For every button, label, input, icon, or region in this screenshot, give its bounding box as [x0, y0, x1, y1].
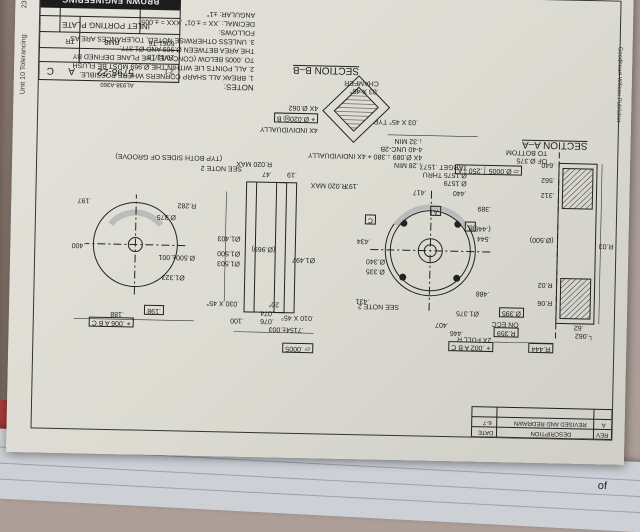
dim: .197	[344, 181, 359, 190]
dim: SEE NOTE 2	[200, 163, 243, 172]
dim: 4X Ø.062	[288, 103, 319, 112]
dim: .446	[449, 329, 464, 337]
dim: (Ø.969)	[251, 244, 276, 253]
dim: .100	[230, 316, 244, 324]
dim: 4X INDIVIDUALLY	[259, 125, 318, 134]
dim: R.02	[537, 280, 553, 289]
page-number: 239	[21, 0, 29, 9]
dim: .03 X 45° TYP	[373, 117, 419, 126]
section-bb-label: SECTION B–B	[292, 63, 360, 77]
dim: 20°	[268, 300, 280, 308]
dim: Ø1.323	[161, 273, 185, 281]
drawing-linework	[38, 0, 613, 440]
dim: .417	[412, 188, 427, 196]
book-page: Unit 10 Tolerancing 239 Goodheart-Willco…	[5, 0, 634, 465]
dim: R.444	[528, 342, 554, 354]
dim: .47	[262, 170, 272, 178]
rev-date: 6-7	[482, 418, 492, 426]
dim: .440	[452, 189, 467, 197]
dim: Ø.375	[156, 213, 177, 221]
dim: CHAMFER	[344, 78, 379, 87]
dim: Ø.335	[365, 267, 385, 275]
notes-block: NOTES: 1. BREAK ALL SHARP CORNERS WHERE …	[69, 6, 255, 92]
datum-b: B	[465, 221, 476, 232]
rev-letter: A	[601, 421, 606, 428]
dim: .389	[477, 204, 492, 213]
dim: (Ø.500)	[529, 235, 554, 244]
position-fcf-bb: ⌖ Ø.020Ⓜ B	[273, 112, 319, 124]
dim: Ø.395	[498, 307, 525, 318]
dim: └.062	[574, 331, 594, 340]
rev-description: REVISED AND REDRAWN	[513, 419, 587, 428]
dim: .19	[287, 170, 297, 178]
dim: .312	[540, 191, 555, 199]
dim: OF Ø.375	[516, 156, 548, 165]
dim: R.03	[598, 242, 614, 250]
thread-callout: 4-40 UNC-2B	[380, 144, 423, 153]
dim: .544	[476, 234, 491, 242]
dim: ON ECC	[491, 320, 519, 328]
dim: R.359	[493, 327, 519, 338]
dim: TARGET .1577	[419, 162, 468, 171]
dim: Ø.500±.001	[158, 253, 196, 261]
datum-a: A	[430, 205, 442, 216]
datum-c: C	[364, 214, 377, 225]
lower-page-fragment: of	[597, 479, 608, 493]
dim: Ø1.375	[455, 309, 480, 317]
dim: Ø.1579	[443, 179, 467, 187]
dim: .010 X 45°	[281, 313, 314, 322]
rev-date-header: DATE	[477, 428, 494, 436]
dim: .076	[260, 317, 274, 325]
unit-header: Unit 10 Tolerancing	[19, 34, 28, 95]
engineering-drawing: REV DESCRIPTION DATE A REVISED AND REDRA…	[30, 0, 622, 441]
dim: .03 X 45°	[349, 87, 379, 95]
dim: Ø.340	[365, 257, 386, 265]
thread-callout: ↓.32 MIN	[394, 136, 423, 145]
drawing-content: REV DESCRIPTION DATE A REVISED AND REDRA…	[32, 0, 621, 440]
dim: .400	[71, 241, 86, 249]
dim: .488	[475, 289, 490, 297]
dim: .407	[435, 320, 449, 329]
rev-header: REV	[596, 431, 609, 438]
dim: R.020 MAX	[310, 181, 347, 189]
revision-letter: C	[46, 64, 55, 76]
dim: Ø1.403	[217, 234, 241, 242]
dim: .198	[144, 304, 165, 316]
dim: Ø1.503	[216, 259, 241, 267]
dim: .7154±.003	[268, 325, 304, 334]
dim: R.282	[177, 201, 197, 209]
thread-callout: ↓.28 MIN	[394, 160, 423, 169]
dim: Ø.1575 THRU	[422, 170, 467, 179]
dim: .197	[77, 196, 92, 204]
dim: .030 X 45°	[206, 299, 240, 307]
dim: .62	[573, 323, 584, 331]
dim: .434	[356, 237, 371, 245]
rev-description-header: DESCRIPTION	[530, 429, 572, 437]
dim: Ø1.500	[217, 249, 241, 257]
dim: .188	[110, 310, 124, 318]
dim: Ø1.497	[292, 255, 316, 264]
dim: R.06	[537, 298, 553, 307]
dim: SEE NOTE 2	[357, 302, 400, 311]
dim: .074	[260, 309, 275, 317]
position-fcf-right: ⌖ .006 A B C	[88, 316, 134, 328]
flatness-fcf-top: ▱ .0005	[282, 342, 314, 354]
dim: .562	[541, 176, 555, 184]
